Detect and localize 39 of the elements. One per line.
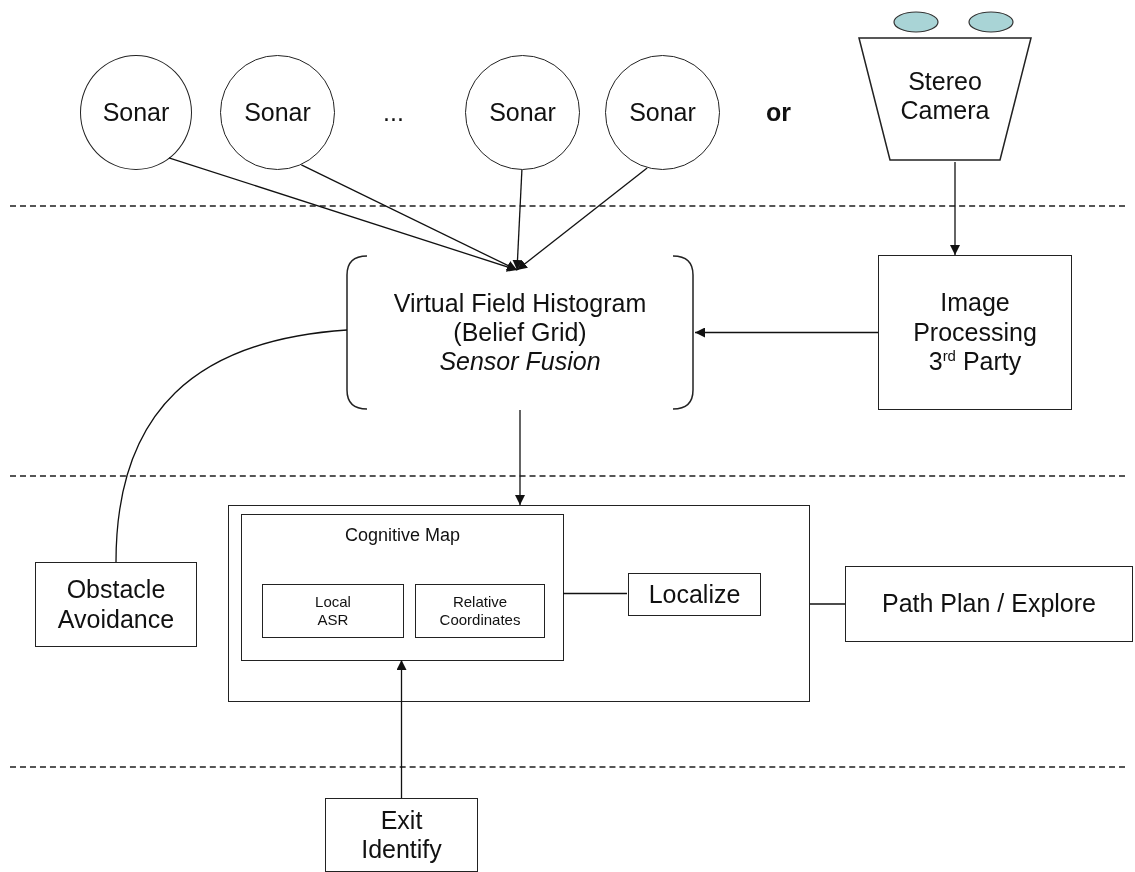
process-box [628, 573, 761, 616]
process-box [878, 255, 1072, 410]
container-box [228, 505, 810, 702]
node-text: Image Processing 3$^{rd}$ Party [912, 288, 1038, 377]
node-text: Virtual Field Histogram (Belief Grid) [392, 288, 648, 348]
ellipsis-text: ... [383, 98, 404, 127]
arrow [694, 327, 879, 338]
bracket-box [345, 255, 695, 410]
arrow [300, 164, 518, 271]
process-box [262, 584, 404, 638]
node-text: Obstacle Avoidance [56, 575, 176, 634]
arrow [512, 169, 523, 271]
camera-trapezoid [858, 8, 1032, 162]
connector-line [115, 329, 348, 563]
node-text: Local ASR [314, 593, 352, 629]
node-text: Sonar [629, 97, 696, 128]
process-box [845, 566, 1133, 642]
node-text: Localize [648, 579, 741, 610]
node-text: Sonar [489, 97, 556, 128]
arrow [950, 161, 960, 256]
node-text: Relative Coordinates [438, 593, 522, 629]
process-box [35, 562, 197, 647]
node-text: Path Plan / Explore [882, 589, 1096, 619]
conjunction-text: or [766, 98, 791, 127]
process-box [325, 798, 478, 872]
connector-line [562, 592, 628, 595]
node-text: Stereo Camera [899, 66, 991, 126]
node-text: Sonar [244, 97, 311, 128]
node-text: Sensor Fusion [439, 347, 601, 377]
process-box [241, 514, 564, 661]
arrow [396, 659, 407, 799]
node-text: Sonar [102, 97, 170, 128]
arrow [516, 167, 648, 271]
arrow [515, 409, 525, 506]
arrow [168, 157, 518, 272]
connector-line [809, 603, 846, 605]
node-text: Exit Identify [360, 805, 443, 865]
process-box [415, 584, 545, 638]
node-text: Cognitive Map [344, 525, 461, 547]
